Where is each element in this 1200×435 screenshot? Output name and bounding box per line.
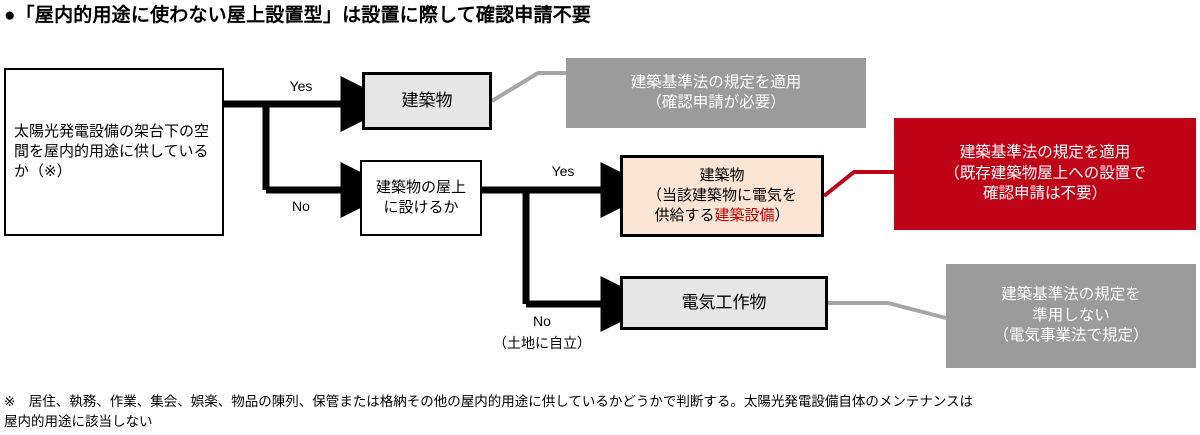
callout-bottom-gray-line2: 準用しない <box>1032 306 1110 324</box>
callout-no-confirmation-needed: 建築基準法の規定を適用 （既存建築物屋上への設置で 確認申請は不要） <box>894 118 1196 230</box>
edge-label-no-1: No <box>292 198 310 214</box>
node-building-equipment-line3-post: ） <box>774 206 790 224</box>
node-building-equipment-line3: 供給する建築設備） <box>654 206 789 226</box>
node-building[interactable]: 建築物 <box>362 72 492 130</box>
callout-red-line1: 建築基準法の規定を適用 <box>959 144 1131 162</box>
wire-q1-split <box>224 100 270 190</box>
callout-top-gray-line1: 建築基準法の規定を適用 <box>630 73 802 91</box>
page-title: ●「屋内的用途に使わない屋上設置型」は設置に際して確認申請不要 <box>4 5 592 26</box>
callout-top-gray-line2: （確認申請が必要） <box>646 94 786 111</box>
node-question-rooftop-label: 建築物の屋上に設けるか <box>375 179 466 216</box>
node-building-equipment-line3-pre: 供給する <box>654 206 715 224</box>
wire-q2-split <box>482 186 530 304</box>
node-building-label: 建築物 <box>401 90 453 110</box>
node-building-equipment[interactable]: 建築物 （当該建築物に電気を 供給する建築設備） <box>620 155 824 237</box>
callout-electricity-business-act: 建築基準法の規定を 準用しない （電気事業法で規定） <box>946 264 1196 368</box>
node-electrical-facility[interactable]: 電気工作物 <box>620 276 828 330</box>
edge-label-yes-1: Yes <box>289 78 313 94</box>
callout-bottom-gray-line3: （電気事業法で規定） <box>993 327 1149 345</box>
node-electrical-facility-label: 電気工作物 <box>681 292 767 312</box>
node-building-equipment-highlight: 建築設備 <box>714 206 775 224</box>
callout-red-line3: 確認申請は不要） <box>982 185 1107 203</box>
leader-facility-to-gray <box>828 301 947 320</box>
node-question-indoor-use-label: 太陽光発電設備の架台下の空間を屋内的用途に供しているか（※） <box>14 123 210 180</box>
node-question-indoor-use[interactable]: 太陽光発電設備の架台下の空間を屋内的用途に供しているか（※） <box>4 68 224 236</box>
callout-bottom-gray-line1: 建築基準法の規定を <box>1001 286 1141 304</box>
edge-label-no-2-sublabel: （土地に自立） <box>493 335 591 351</box>
callout-red-line2: （既存建築物屋上への設置で <box>944 164 1146 182</box>
footnote-line-1: ※ 居住、執務、作業、集会、娯楽、物品の陳列、保管または格納その他の屋内的用途に… <box>4 394 974 409</box>
footnote-line-2: 屋内的用途に該当しない <box>4 414 153 429</box>
leader-equipment-to-red <box>822 170 894 198</box>
leader-building-to-gray <box>490 71 566 103</box>
node-question-rooftop[interactable]: 建築物の屋上に設けるか <box>360 160 482 236</box>
node-building-equipment-line1: 建築物 <box>699 167 745 185</box>
callout-building-standards-required: 建築基準法の規定を適用 （確認申請が必要） <box>566 58 866 128</box>
edge-label-no-2: No <box>533 313 551 329</box>
edge-label-yes-2: Yes <box>551 163 575 179</box>
footnote: ※ 居住、執務、作業、集会、娯楽、物品の陳列、保管または格納その他の屋内的用途に… <box>4 392 1196 432</box>
node-building-equipment-line2: （当該建築物に電気を <box>646 187 797 205</box>
